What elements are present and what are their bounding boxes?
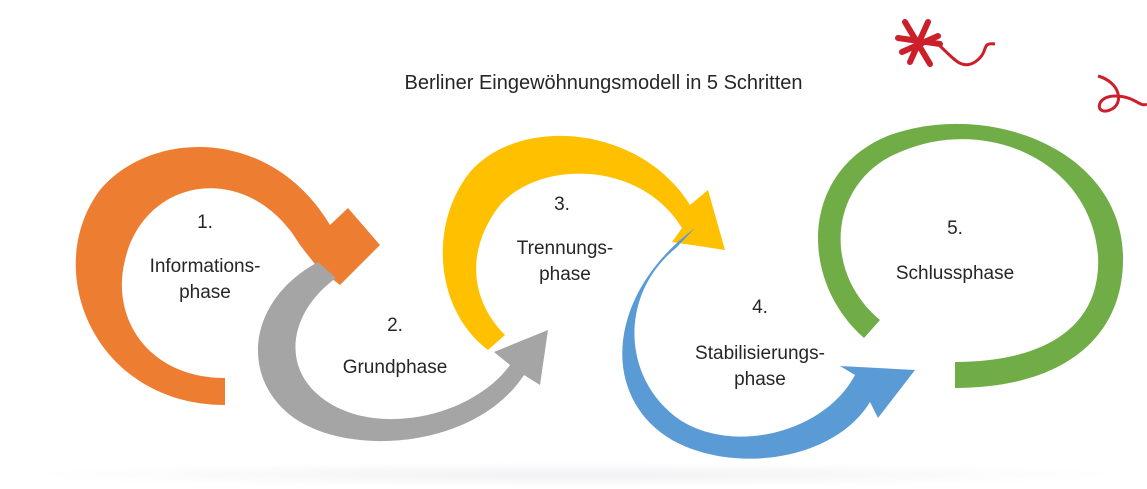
phase-1-label-line2: phase <box>179 282 231 303</box>
phase-3-label-line1: Trennungs- <box>516 238 614 259</box>
phase-4-label-line2: phase <box>734 369 786 390</box>
arrow-phase-3 <box>442 135 725 350</box>
diagram-title: Berliner Eingewöhnungsmodell in 5 Schrit… <box>404 72 803 94</box>
phase-4-number: 4. <box>752 297 768 318</box>
phase-4-label-line1: Stabilisierungs- <box>695 343 825 364</box>
phase-1-label-line1: Informations- <box>149 256 261 277</box>
phase-2-number: 2. <box>387 315 403 336</box>
arrow-phase-2 <box>257 262 548 442</box>
dragonfly-signature-logo <box>895 19 1147 113</box>
phase-5-label: Schlussphase <box>895 263 1015 284</box>
phase-1-number: 1. <box>197 212 213 233</box>
arrow-phase-1 <box>75 146 381 405</box>
phase-2-label: Grundphase <box>342 357 448 378</box>
floor-shadow <box>20 462 1130 488</box>
arrow-phase-5 <box>818 123 1124 389</box>
arrow-phase-4 <box>622 228 915 459</box>
phase-3-number: 3. <box>554 194 570 215</box>
phase-5-number: 5. <box>947 218 963 239</box>
phase-3-label-line2: phase <box>539 264 591 285</box>
